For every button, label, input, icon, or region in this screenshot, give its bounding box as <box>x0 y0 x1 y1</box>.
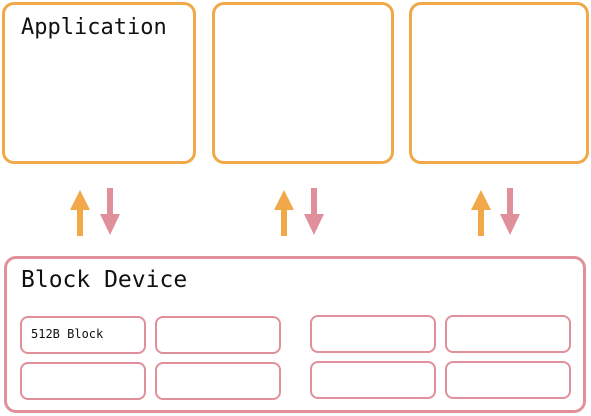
block-label: 512B Block <box>31 327 104 341</box>
arrow-pair-2 <box>274 188 324 236</box>
block-8 <box>445 361 571 399</box>
arrow-down-icon <box>304 188 324 235</box>
block-1: 512B Block <box>20 316 146 354</box>
arrow-down-icon <box>500 188 520 235</box>
arrow-up-icon <box>471 190 491 236</box>
block-6 <box>155 362 281 400</box>
arrow-down-icon <box>100 188 120 235</box>
block-device-box: Block Device 512B Block <box>4 256 586 413</box>
block-5 <box>20 362 146 400</box>
arrow-pair-3 <box>471 188 520 236</box>
application-box-3 <box>409 2 589 164</box>
block-4 <box>445 315 571 353</box>
arrow-pair-1 <box>70 188 120 236</box>
application-label: Application <box>21 15 167 40</box>
block-2 <box>155 316 281 354</box>
block-7 <box>310 361 436 399</box>
application-box-1: Application <box>2 2 196 164</box>
arrow-up-icon <box>70 190 90 236</box>
block-device-title: Block Device <box>21 267 188 293</box>
block-3 <box>310 315 436 353</box>
arrow-up-icon <box>274 190 294 236</box>
application-box-2 <box>212 2 394 164</box>
